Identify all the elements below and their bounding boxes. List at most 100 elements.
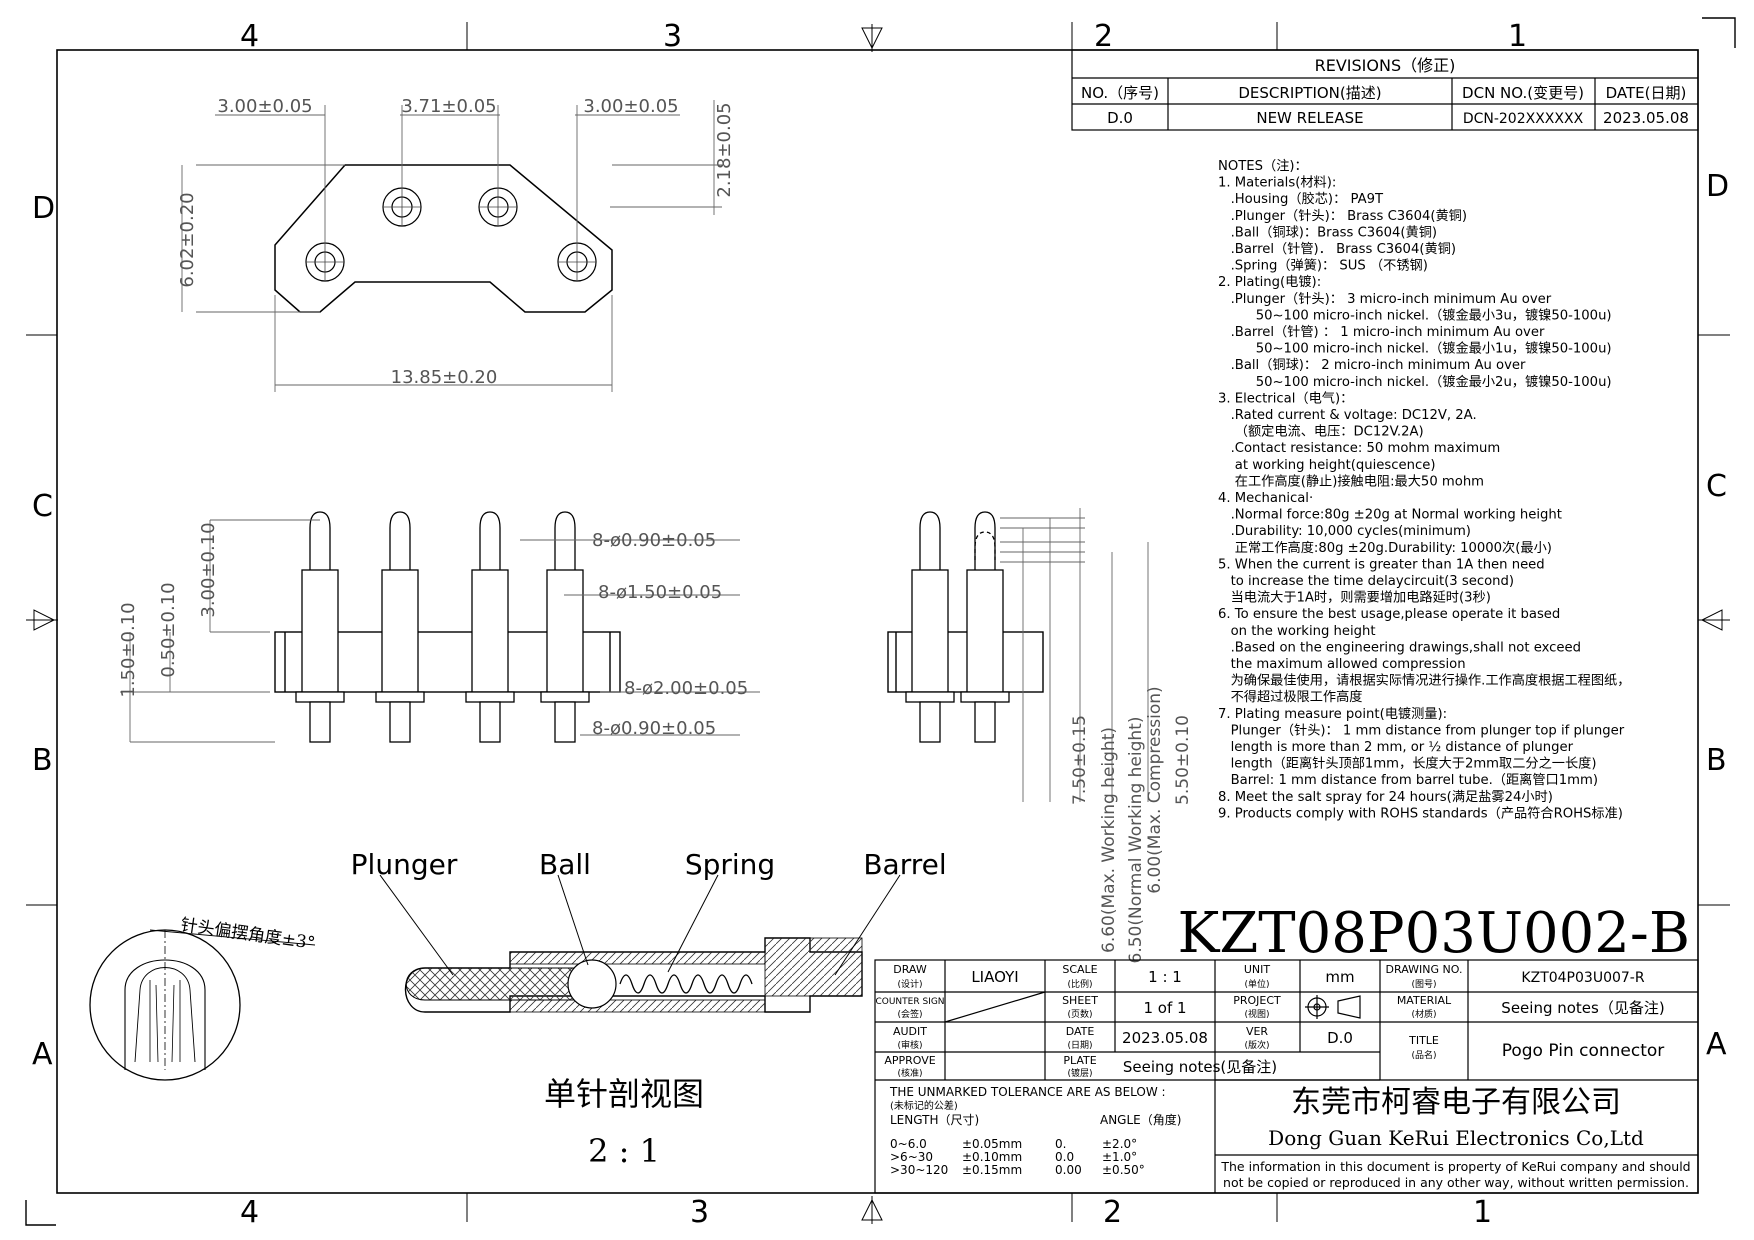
notes-block: NOTES（注)：1. Materials(材料): .Housing（胶芯)：… [1218,158,1630,821]
tol-angle-label: ANGLE（角度) [1100,1112,1181,1127]
note-line: 6. To ensure the best usage,please opera… [1218,607,1560,622]
note-line: 当电流大于1A时，则需要增加电路延时(3秒) [1218,590,1491,606]
note-line: .Ball（铜球)：Brass C3604(黄铜) [1218,224,1437,240]
tolerance-cell: 0~6.0 [890,1137,927,1151]
tb-ver-cn: (版次) [1244,1039,1269,1051]
zone-right-b: B [1706,743,1727,778]
tb-unit-cn: (单位) [1244,978,1269,990]
zone-left-b: B [32,743,53,778]
zone-bottom-2: 2 [1103,1195,1122,1230]
revisions-title: REVISIONS（修正) [1315,56,1456,75]
zone-top-3: 3 [663,19,682,54]
dim-barrel-dia: 8-ø1.50±0.05 [598,582,722,603]
rev-row-date: 2023.05.08 [1603,109,1689,127]
dim-housing-length: 13.85±0.20 [391,367,498,388]
note-line: .Contact resistance: 50 mohm maximum [1218,441,1500,456]
note-line: .Rated current & voltage: DC12V, 2A. [1218,408,1477,423]
rev-row-no: D.0 [1107,109,1133,127]
tb-material-cn: (材质) [1411,1008,1436,1020]
tb-plate-label: PLATE [1063,1054,1096,1067]
note-line: Plunger（针头)： 1 mm distance from plunger … [1218,722,1625,738]
label-spring: Spring [685,848,775,881]
angle-detail: 针头偏摆角度±3° [89,915,316,1081]
disclaimer-line-1: The information in this document is prop… [1220,1159,1690,1174]
pogo-pin [465,511,515,743]
dim-pitch-center: 3.71±0.05 [401,96,496,117]
tb-counter-label: COUNTER SIGN [875,997,944,1007]
tolerance-cell: >30~120 [890,1163,948,1177]
note-line: .Housing（胶芯)： PA9T [1218,190,1384,207]
tb-sheet-cn: (页数) [1067,1008,1092,1020]
rev-header-description: DESCRIPTION(描述) [1238,84,1381,102]
end-view-pin [960,511,1010,743]
note-line: 为确保最佳使用，请根据实际情况进行操作.工作高度根据工程图纸， [1218,672,1630,689]
note-line: .Based on the engineering drawings,shall… [1218,640,1581,655]
rev-header-dcn: DCN NO.(变更号) [1462,84,1584,102]
zone-top-4: 4 [240,19,259,54]
note-line: 5. When the current is greater than 1A t… [1218,557,1545,572]
tb-unit-label: UNIT [1244,963,1271,976]
note-line: .Plunger（针头)： Brass C3604(黄铜) [1218,208,1467,224]
tb-title-value: Pogo Pin connector [1502,1041,1665,1061]
tb-date-cn: (日期) [1067,1040,1092,1051]
tb-material-value: Seeing notes（见备注) [1501,999,1664,1017]
zone-bottom-1: 1 [1473,1195,1492,1230]
note-line: 正常工作高度:80g ±20g.Durability: 10000次(最小) [1218,539,1552,556]
tolerance-cell: 0. [1055,1137,1066,1151]
note-line: 50~100 micro-inch nickel.（镀金最小2u，镀镍50-10… [1218,373,1612,390]
tolerance-cell: ±1.0° [1102,1150,1137,1164]
company-name-en: Dong Guan KeRui Electronics Co,Ltd [1268,1126,1644,1150]
dim-row-offset: 2.18±0.05 [714,102,735,197]
tb-draw-value: LIAOYI [971,968,1018,986]
end-view-pin [905,511,955,743]
tb-draw-cn: (设计) [897,978,922,990]
tb-dwg-value: KZT04P03U007-R [1521,970,1644,986]
dim-plunger-dia: 8-ø0.90±0.05 [592,530,716,551]
end-view: 7.50±0.15 6.60(Max. Working height) 6.50… [887,508,1193,963]
angle-label: 针头偏摆角度±3° [179,915,316,954]
dim-max-compression: 6.00(Max. Compression) [1145,686,1165,893]
tolerance-cell: ±0.05mm [962,1137,1022,1151]
tb-ver-value: D.0 [1327,1029,1353,1047]
section-caption: 单针剖视图 [544,1075,704,1113]
tb-approve-label: APPROVE [884,1054,935,1067]
zone-right-a: A [1706,1027,1727,1062]
end-view-pins [905,511,1010,743]
note-line: 4. Mechanical· [1218,491,1313,506]
rev-header-no: NO.（序号) [1081,84,1159,102]
tb-title-cn: (品名) [1411,1049,1436,1061]
pin-outlines [295,511,590,743]
tol-title: THE UNMARKED TOLERANCE ARE AS BELOW : [889,1085,1166,1099]
tb-project-cn: (视图) [1244,1008,1269,1020]
zone-right-d: D [1706,169,1729,204]
zone-left-c: C [32,489,53,524]
note-line: 8. Meet the salt spray for 24 hours(满足盐雾… [1218,789,1553,805]
zone-labels: 4 3 2 1 4 3 2 1 D C B A D C B A [32,19,1729,1230]
dim-compressed-height: 5.50±0.10 [1173,715,1193,805]
note-line: .Durability: 10,000 cycles(minimum) [1218,524,1471,539]
tb-sheet-label: SHEET [1062,994,1098,1007]
tb-counter-cn: (会签) [897,1008,922,1020]
pogo-pin [540,511,590,743]
tol-cn: (未标记的公差) [890,1099,958,1112]
tb-date-label: DATE [1066,1025,1095,1038]
zone-bottom-3: 3 [690,1195,709,1230]
section-view: Plunger Ball Spring Barrel 单针剖视图 2 : 1 [351,848,947,1170]
tb-audit-label: AUDIT [893,1025,927,1038]
note-line: .Normal force:80g ±20g at Normal working… [1218,508,1562,523]
note-line: （额定电流、电压：DC12V.2A) [1218,424,1424,440]
note-line: 9. Products comply with ROHS standards（产… [1218,805,1623,821]
tb-audit-cn: (审核) [897,1039,922,1051]
note-line: length is more than 2 mm, or ½ distance … [1218,740,1574,755]
dim-total-height: 7.50±0.15 [1070,715,1090,805]
note-line: 不得超过极限工作高度 [1218,688,1362,705]
note-line: to increase the time delaycircuit(3 seco… [1218,574,1514,589]
dim-tail-dia: 8-ø0.90±0.05 [592,718,716,739]
note-line: on the working height [1218,624,1376,639]
note-line: Barrel: 1 mm distance from barrel tube.（… [1218,771,1598,788]
tolerance-cell: ±0.10mm [962,1150,1022,1164]
dim-plunger-stroke: 3.00±0.10 [198,522,219,617]
dim-max-working: 6.60(Max. Working height) [1099,727,1119,953]
tb-sheet-value: 1 of 1 [1143,999,1186,1017]
